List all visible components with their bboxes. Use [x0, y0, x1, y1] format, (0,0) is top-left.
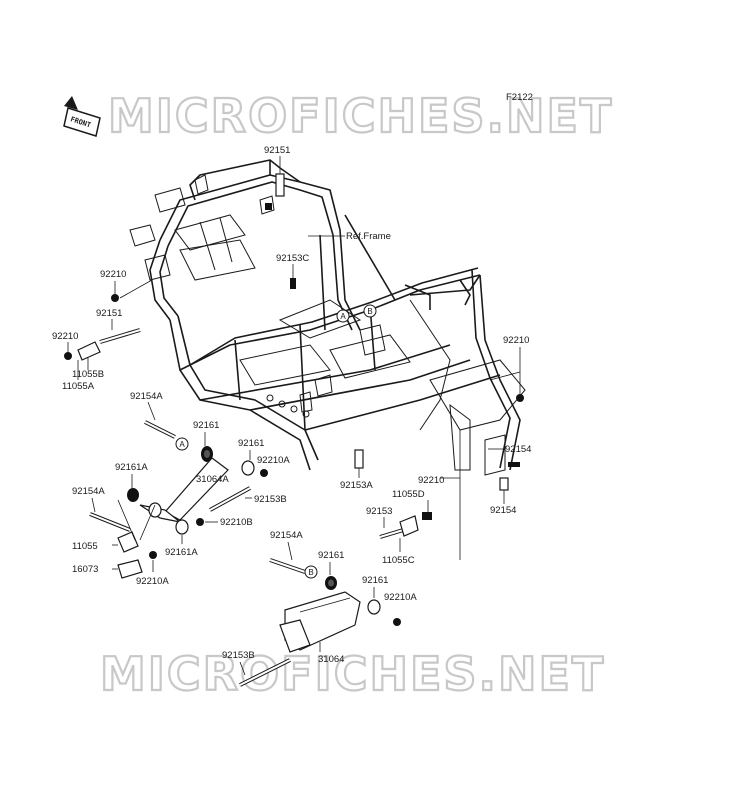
label-92153B-2: 92153B [222, 650, 255, 661]
label-92210-right: 92210 [503, 335, 529, 346]
front-arrow-icon: FRONT [63, 96, 101, 137]
bushing-92161-2 [241, 460, 255, 476]
svg-text:B: B [367, 307, 372, 316]
label-92210A-2: 92210A [136, 576, 169, 587]
label-92154A-3: 92154A [270, 530, 303, 541]
label-92210-left2: 92210 [52, 331, 78, 342]
watermark-top: MICROFICHES.NET [108, 89, 613, 143]
bolt-92154-right2 [499, 477, 509, 491]
svg-text:A: A [179, 440, 185, 449]
bolt-92153C [290, 278, 296, 289]
label-92210-left1: 92210 [100, 269, 126, 280]
label-92161-3: 92161 [318, 550, 344, 561]
label-92154-right1: 92154 [505, 444, 531, 455]
callout-b-arm: B [304, 565, 318, 579]
bracket-11055 [117, 531, 139, 553]
svg-text:A: A [340, 312, 346, 321]
label-92210-mid: 92210 [418, 475, 444, 486]
bracket-11055D [422, 512, 432, 520]
nut-92210A-2 [149, 551, 157, 559]
ref-frame-label: Ref.Frame [346, 231, 391, 242]
label-11055D: 11055D [392, 489, 425, 500]
bolt-92154-right1 [508, 462, 520, 467]
label-92153A: 92153A [340, 480, 373, 491]
nut-92210-right [516, 394, 524, 402]
nut-92210-left2 [64, 352, 72, 360]
nut-92210A-1 [260, 469, 268, 477]
bushing-92161-4 [367, 599, 381, 615]
main-frame [129, 159, 526, 476]
label-92161-2: 92161 [238, 438, 264, 449]
label-92153C: 92153C [276, 253, 309, 264]
label-92151-left: 92151 [96, 308, 122, 319]
bushing-92161A-1 [127, 488, 139, 502]
label-92154A-2: 92154A [72, 486, 105, 497]
label-11055B: 11055B [72, 369, 104, 380]
nut-92210A-3 [393, 618, 401, 626]
label-92161-4: 92161 [362, 575, 388, 586]
bolt-92153A [354, 449, 364, 469]
bracket-11055B [77, 341, 101, 361]
nut-92210-left1 [111, 294, 119, 302]
label-92161A-2: 92161A [165, 547, 198, 558]
label-16073: 16073 [72, 564, 98, 575]
callout-b-frame: B [363, 304, 377, 318]
callout-a-frame: A [336, 309, 350, 323]
label-31064: 31064 [318, 654, 344, 665]
watermark-bottom: MICROFICHES.NET [100, 647, 605, 701]
guard-16073 [117, 559, 143, 579]
callout-a-arm: A [175, 437, 189, 451]
label-92161A-1: 92161A [115, 462, 148, 473]
label-92210B: 92210B [220, 517, 253, 528]
label-92153B-1: 92153B [254, 494, 287, 505]
label-92153: 92153 [366, 506, 392, 517]
nut-92210B [196, 518, 204, 526]
label-92151-top: 92151 [264, 145, 290, 156]
label-31064A: 31064A [196, 474, 229, 485]
label-92210A-1: 92210A [257, 455, 290, 466]
label-92154A-1: 92154A [130, 391, 163, 402]
bushing-92161A-2 [175, 519, 189, 535]
label-11055A: 11055A [62, 381, 95, 392]
arm-31064 [279, 591, 361, 653]
label-92210A-3: 92210A [384, 592, 417, 603]
label-92154-right2: 92154 [490, 505, 516, 516]
diagram-id: F2122 [506, 92, 533, 103]
label-11055C: 11055C [382, 555, 415, 566]
label-92161-1: 92161 [193, 420, 219, 431]
bolt-92151-top [275, 173, 285, 197]
svg-text:B: B [308, 568, 313, 577]
label-11055: 11055 [72, 541, 98, 552]
bracket-11055C [399, 515, 419, 537]
